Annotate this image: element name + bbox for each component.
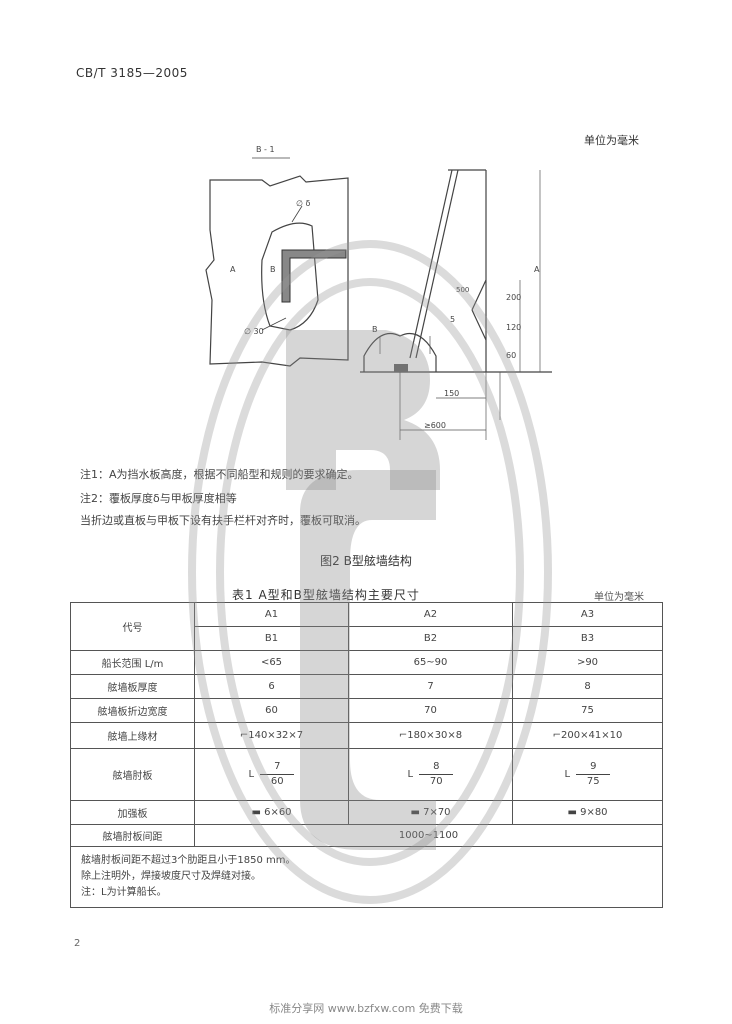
row-label: 船长范围 L/m (70, 650, 195, 675)
table-cell: >90 (512, 650, 663, 675)
row-label: 舷墙肘板 (70, 748, 195, 801)
row-label: 舷墙板折边宽度 (70, 698, 195, 723)
fraction-numerator: 8 (419, 760, 454, 775)
code-a2: A2 (348, 602, 513, 627)
fraction-numerator: 9 (576, 760, 611, 775)
table-row: 舷墙板折边宽度 60 70 75 (70, 698, 663, 723)
label-b: B (270, 265, 276, 274)
page-number: 2 (74, 938, 81, 949)
table-row: 舷墙肘板间距 1000~1100 (70, 824, 663, 847)
flat-value: 9×80 (580, 807, 608, 818)
table-cell: 6 (194, 674, 349, 699)
dim-a: A (534, 265, 540, 274)
table-cell: ⌐140×32×7 (194, 722, 349, 749)
flat-value: 6×60 (264, 807, 292, 818)
code-a3: A3 (512, 602, 663, 627)
table-cell: 75 (512, 698, 663, 723)
note-1: 注1：A为挡水板高度，根据不同船型和规则的要求确定。 (80, 468, 359, 481)
table-unit: 单位为毫米 (594, 592, 644, 603)
label-r30: ∅ 30 (244, 327, 264, 336)
dimensions-table: 代号 A1 A2 A3 B1 B2 B3 船长范围 L/m <65 65~90 … (70, 602, 663, 908)
row-label: 舷墙肘板间距 (70, 824, 195, 847)
code-b2: B2 (348, 626, 513, 651)
bulwark-drawing: B - 1 A B ∅ δ ∅ 30 200 120 60 150 ≥600 5… (205, 145, 552, 440)
table-cell: ▬ 7×70 (348, 800, 513, 825)
flat-value: 7×70 (423, 807, 451, 818)
unit-label-top: 单位为毫米 (584, 134, 639, 147)
footnote: 舷墙肘板间距不超过3个肋距且小于1850 mm。 (81, 855, 296, 866)
section-label: B - 1 (256, 145, 275, 154)
table-cell: 70 (348, 698, 513, 723)
fraction-denominator: 70 (429, 776, 443, 787)
angle-icon: L (407, 769, 414, 780)
flat-bar-icon: ▬ (410, 807, 424, 818)
row-label: 舷墙上缘材 (70, 722, 195, 749)
footer-watermark-text: 标准分享网 www.bzfxw.com 免费下载 (269, 1002, 463, 1015)
dim-600: ≥600 (424, 421, 446, 430)
header-label: 代号 (122, 623, 143, 634)
footnote: 除上注明外，焊接坡度尺寸及焊缝对接。 (81, 871, 261, 882)
table-row: 加强板 ▬ 6×60 ▬ 7×70 ▬ 9×80 (70, 800, 663, 825)
dim-120: 120 (506, 323, 521, 332)
angle-icon: L (564, 769, 571, 780)
dim-200: 200 (506, 293, 521, 302)
figure-title: 图2 B型舷墙结构 (320, 554, 412, 568)
table-row: 舷墙肘板间距不超过3个肋距且小于1850 mm。 除上注明外，焊接坡度尺寸及焊缝… (70, 846, 663, 908)
table-footnotes: 舷墙肘板间距不超过3个肋距且小于1850 mm。 除上注明外，焊接坡度尺寸及焊缝… (70, 846, 663, 908)
table-title: 表1 A型和B型舷墙结构主要尺寸 (232, 588, 420, 602)
dim-150: 150 (444, 389, 459, 398)
table-cell: ▬ 6×60 (194, 800, 349, 825)
table-cell: <65 (194, 650, 349, 675)
fraction-denominator: 75 (586, 776, 600, 787)
table-row: 船长范围 L/m <65 65~90 >90 (70, 650, 663, 675)
table-cell: 65~90 (348, 650, 513, 675)
flat-bar-icon: ▬ (567, 807, 581, 818)
code-b1: B1 (194, 626, 349, 651)
table-row: 舷墙上缘材 ⌐140×32×7 ⌐180×30×8 ⌐200×41×10 (70, 722, 663, 749)
fraction-numerator: 7 (260, 760, 295, 775)
table-cell: 60 (194, 698, 349, 723)
label-a: A (230, 265, 236, 274)
table-cell: 7 (348, 674, 513, 699)
footnote: 注：L为计算船长。 (81, 887, 167, 898)
code-a1: A1 (194, 602, 349, 627)
standard-code: CB/T 3185—2005 (76, 66, 188, 80)
table-cell: ▬ 9×80 (512, 800, 663, 825)
row-label: 加强板 (70, 800, 195, 825)
note-2: 注2：覆板厚度δ与甲板厚度相等 (80, 492, 237, 505)
table-cell: ⌐180×30×8 (348, 722, 513, 749)
dim-60: 60 (506, 351, 516, 360)
table-cell: 1000~1100 (194, 824, 663, 847)
note-3: 当折边或直板与甲板下设有扶手栏杆对齐时，覆板可取消。 (80, 514, 366, 527)
code-b3: B3 (512, 626, 663, 651)
angle-icon: L (248, 769, 255, 780)
dim-500: 500 (456, 286, 469, 294)
label-delta: ∅ δ (296, 199, 311, 208)
header-label-cell: 代号 (70, 602, 195, 651)
table-cell: 8 (512, 674, 663, 699)
label-section-b: B (372, 325, 378, 334)
flat-bar-icon: ▬ (251, 807, 265, 818)
dim-5: 5 (450, 315, 455, 324)
fraction-denominator: 60 (270, 776, 284, 787)
table-row: 舷墙板厚度 6 7 8 (70, 674, 663, 699)
table-cell: ⌐200×41×10 (512, 722, 663, 749)
row-label: 舷墙板厚度 (70, 674, 195, 699)
table-row: 代号 A1 A2 A3 (70, 602, 663, 651)
